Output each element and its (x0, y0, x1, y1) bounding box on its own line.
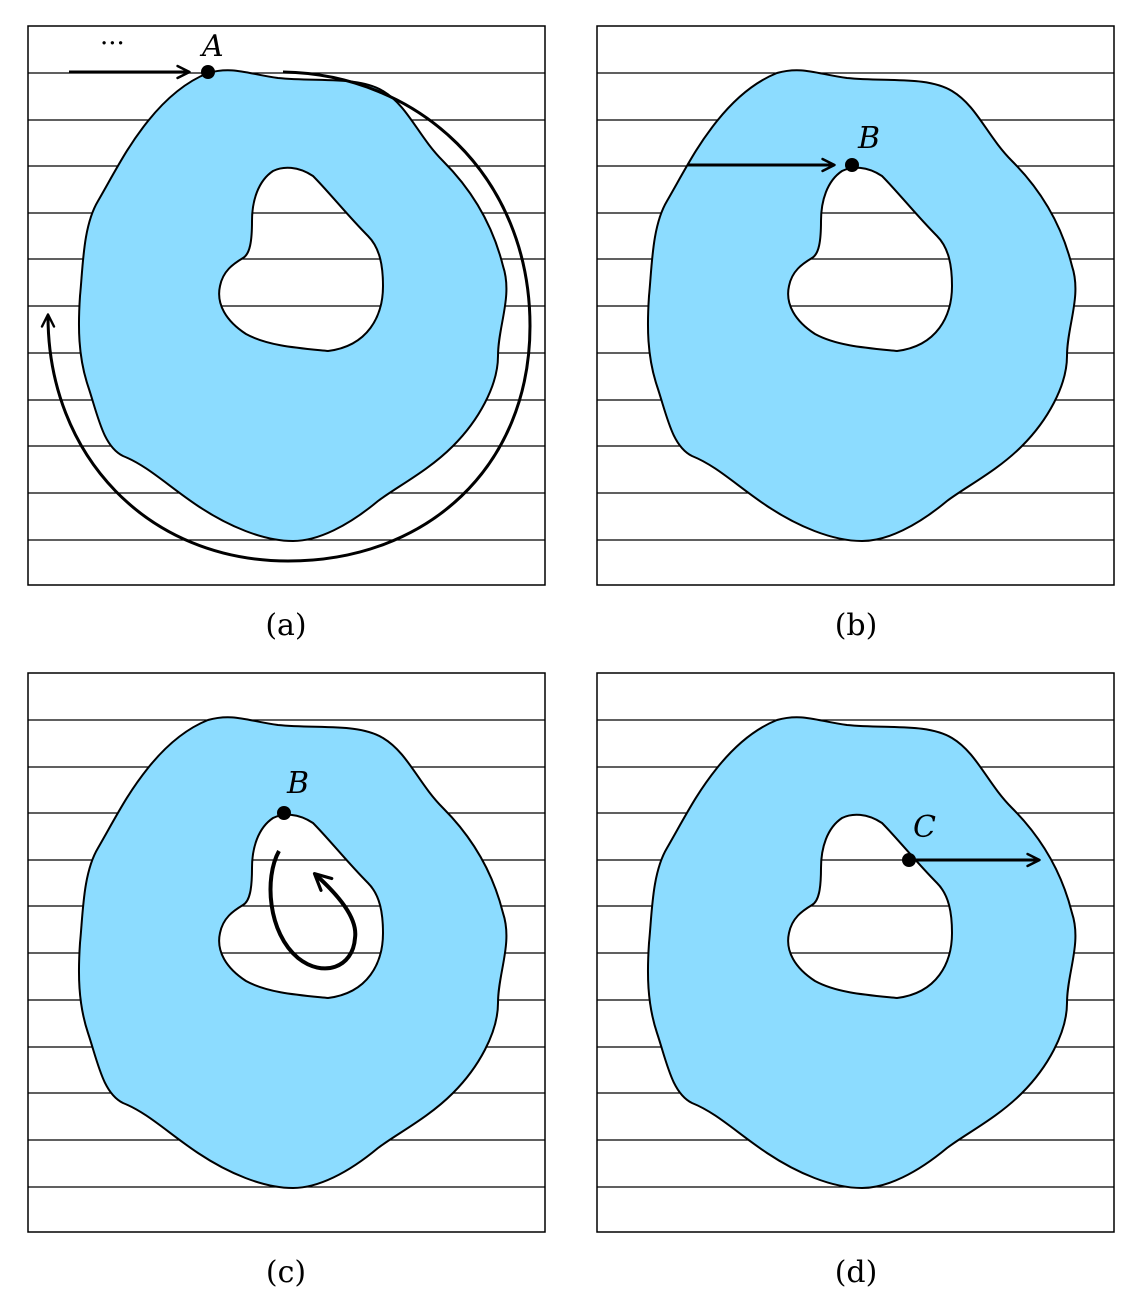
point-a (201, 65, 215, 79)
region-with-hole (646, 69, 1077, 543)
panel-b: B (596, 25, 1115, 586)
region-with-hole (646, 716, 1077, 1190)
region-with-hole (77, 716, 508, 1190)
point-b (845, 158, 859, 172)
panel-c: B (27, 672, 546, 1233)
panel-a: ··· A (27, 25, 546, 586)
caption-c: (c) (266, 1255, 306, 1290)
panel-d: C (596, 672, 1115, 1233)
point-a-label: A (199, 29, 224, 64)
panel-frame (27, 25, 546, 586)
caption-a: (a) (265, 608, 306, 643)
point-b-label: B (857, 121, 880, 156)
point-c-label: C (913, 810, 936, 845)
panel-frame (27, 672, 546, 1233)
caption-b: (b) (835, 608, 878, 643)
panel-frame (596, 25, 1115, 586)
panel-frame (596, 672, 1115, 1233)
caption-d: (d) (835, 1255, 878, 1290)
point-b (277, 806, 291, 820)
point-b-label: B (286, 766, 309, 801)
region-with-hole (77, 69, 508, 543)
ellipsis-label: ··· (100, 29, 125, 59)
hole-loop-arrow (268, 850, 358, 971)
point-c (902, 853, 916, 867)
boundary-sweep-arrow (40, 70, 532, 563)
